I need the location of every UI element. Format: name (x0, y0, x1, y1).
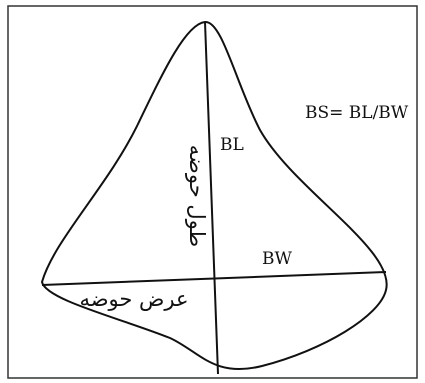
length-label-persian: طول حوضه (185, 145, 209, 247)
figure-frame (7, 5, 418, 379)
width-symbol-label: BW (262, 249, 292, 269)
basin-outline (41, 21, 388, 371)
length-symbol-label: BL (220, 135, 244, 155)
basin-width-line (41, 271, 387, 286)
width-label-persian: عرض حوضه (79, 287, 188, 311)
basin-length-line (204, 21, 219, 375)
formula-label: BS= BL/BW (305, 103, 409, 123)
